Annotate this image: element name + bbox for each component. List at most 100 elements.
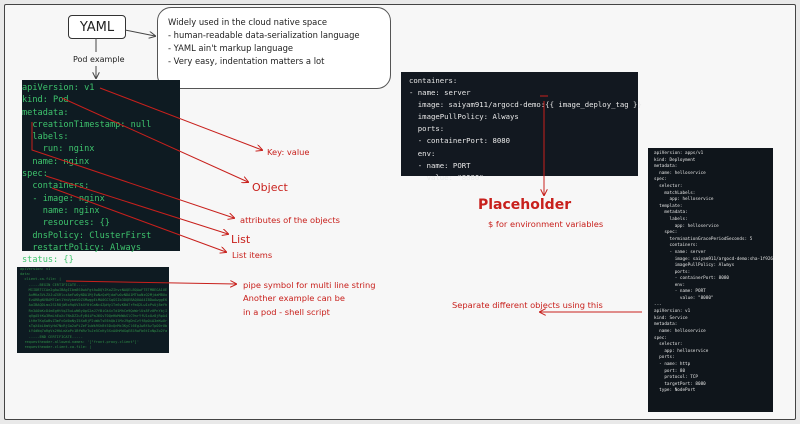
code-line: requestheader-allowed-names: '["front-pr… (20, 339, 139, 344)
code-line: matchLabels: (654, 190, 696, 196)
list-items-note: List items (232, 250, 273, 260)
code-line: qVgA5tKw3RmLhEoXc7NsDZ2uFyB4iPaJ6GvT0QeH… (20, 313, 168, 318)
list-items-arrow (51, 187, 226, 252)
code-line: apiVersion: v1 (22, 83, 95, 93)
code-line: status: {} (22, 255, 74, 266)
code-line: Rn3A0bKcD4mEgHtVqZ5uLwN6yOpS2aJ7fBiGkXvT… (20, 308, 168, 313)
description-bubble: Widely used in the cloud native space - … (157, 7, 391, 89)
code-line: AoIBAQDLmx2S1R8jW5o9qUV3kXf0tGaNc4ZpHy1T… (20, 303, 168, 308)
pod-example-label: Pod example (73, 55, 125, 64)
yaml-to-bubble-arrow (124, 29, 155, 36)
red-arrows (31, 87, 642, 312)
code-line: - name: PORT (409, 160, 471, 170)
code-line: - name: PORT (654, 289, 706, 295)
code-line: ports: (409, 124, 445, 134)
code-line: selector: (654, 183, 683, 189)
bubble-line: Widely used in the cloud native space (168, 17, 328, 27)
code-line: env: (409, 148, 436, 158)
code-line: value: "8080" (654, 296, 714, 302)
code-line: metadata: (654, 164, 678, 170)
black-arrows (96, 29, 155, 78)
code-line: imagePullPolicy: Always (409, 112, 519, 122)
code-line: apiVersion: v1 (654, 309, 691, 315)
yaml-title-box: YAML (68, 15, 126, 39)
code-line: value: "8080" (409, 172, 484, 182)
code-line: spec: (654, 230, 678, 236)
code-line: client-ca.file: | (20, 277, 62, 282)
list-arrow (45, 175, 228, 234)
code-line: app: helloservice (654, 223, 719, 229)
separator-note: Separate different objects using this (452, 300, 603, 310)
code-line: kind: Deployment (654, 157, 696, 163)
code-line: ports: (654, 269, 691, 275)
code-line: - containerPort: 8080 (654, 276, 730, 282)
code-line: apiVersion: apps/v1 (654, 151, 704, 156)
code-line: imagePullPolicy: Always (654, 263, 735, 269)
code-line: type: NodePort (654, 388, 696, 394)
code-line: app: helloservice (654, 348, 709, 354)
code-line: spec: (654, 335, 667, 341)
code-line: sTqX4bL0mVyHd7NcRjGa2oPiZeF1uWk9ShBt5DvQ… (20, 324, 168, 329)
code-line: data: (20, 272, 31, 277)
code-line: image: saiyam911/argocd-demo:{{ image_de… (409, 100, 642, 110)
code-line: name: nginx (22, 205, 100, 216)
code-line: labels: (654, 216, 688, 222)
pipe-note-line1: pipe symbol for multi line string (243, 280, 376, 290)
list-note: List (231, 233, 251, 246)
code-line: requestheader-client-ca-file: | (20, 345, 92, 350)
code-line: AxMKa3ViZXJuZXRlczAeFw0yNDA1MjEwNzQxMjda… (20, 293, 168, 298)
code-line: app: helloservice (654, 197, 714, 203)
key-value-arrow (99, 87, 262, 150)
code-line: --- (654, 302, 662, 308)
pod-yaml-block: apiVersion: v1 kind: Pod metadata: creat… (22, 80, 180, 265)
object-note: Object (252, 181, 288, 194)
bubble-line: - YAML ain't markup language (168, 43, 294, 53)
code-line: ports: (654, 355, 675, 361)
code-line: name: helloservice (654, 329, 706, 335)
placeholder-note: Placeholder (478, 197, 572, 213)
code-line: metadata: (22, 107, 69, 118)
code-line: name: helloservice (654, 170, 706, 176)
object-arrow (61, 97, 248, 182)
code-line: -----BEGIN CERTIFICATE----- (20, 282, 88, 287)
code-line: env: (654, 282, 686, 288)
code-line: selector: (654, 342, 683, 348)
key-value-note: Key: value (267, 147, 310, 157)
pipe-note-line2: Another example can be (243, 293, 345, 303)
code-line: labels: (22, 132, 69, 143)
code-line: - containerPort: 8080 (409, 136, 511, 146)
code-line: kind: Pod (22, 95, 69, 106)
bubble-line: - Very easy, indentation matters a lot (168, 56, 325, 66)
code-line: MIIDBTCCAe2gAwIBAgIIbm8S0wkFgtAwDQYJKoZI… (20, 287, 168, 292)
code-line: - name: server (654, 249, 706, 255)
pipe-arrow (65, 281, 236, 284)
code-line: metadata: (654, 210, 688, 216)
code-line: port: 80 (654, 368, 686, 374)
pipe-note-line3: in a pod - shell script (243, 307, 330, 317)
code-line: restartPolicy: Always (22, 242, 141, 253)
code-line: iY4dNq7aRgVs2HkLmXoPc1BfW9zTuJe5CnKy3SvA… (20, 329, 168, 334)
code-line: -----END CERTIFICATE----- (20, 334, 83, 339)
code-line: name: nginx (22, 156, 90, 167)
code-line: creationTimestamp: null (22, 119, 152, 130)
code-line: protocol: TCP (654, 375, 698, 381)
code-line: kind: Service (654, 315, 688, 321)
code-line: LtHe7KqSwBvZ3mFcGd0oNyI5XaRjP2uWkTsE6hQb… (20, 319, 168, 324)
code-line: spec: (22, 169, 48, 180)
code-line: EzARBgNVBAMTCmt1YmVybmV0ZXMwggEiMA0GCSqG… (20, 298, 168, 303)
yaml-title: YAML (79, 19, 115, 35)
deployment-yaml-block: apiVersion: apps/v1 kind: Deployment met… (648, 148, 773, 412)
code-line: - name: server (409, 88, 471, 98)
attributes-note: attributes of the objects (240, 215, 340, 225)
server-yaml-block: containers: - name: server image: saiyam… (401, 72, 642, 182)
code-line: - name: http (654, 362, 691, 367)
code-line: template: (654, 203, 683, 209)
code-line: dnsPolicy: ClusterFirst (22, 230, 152, 241)
bubble-line: - human-readable data-serialization lang… (168, 30, 360, 40)
code-line: terminationGracePeriodSeconds: 5 (654, 236, 753, 242)
code-line: metadata: (654, 322, 678, 328)
code-line: spec: (654, 177, 667, 183)
attributes-arrow (31, 122, 234, 218)
code-line: - image: nginx (22, 193, 105, 204)
